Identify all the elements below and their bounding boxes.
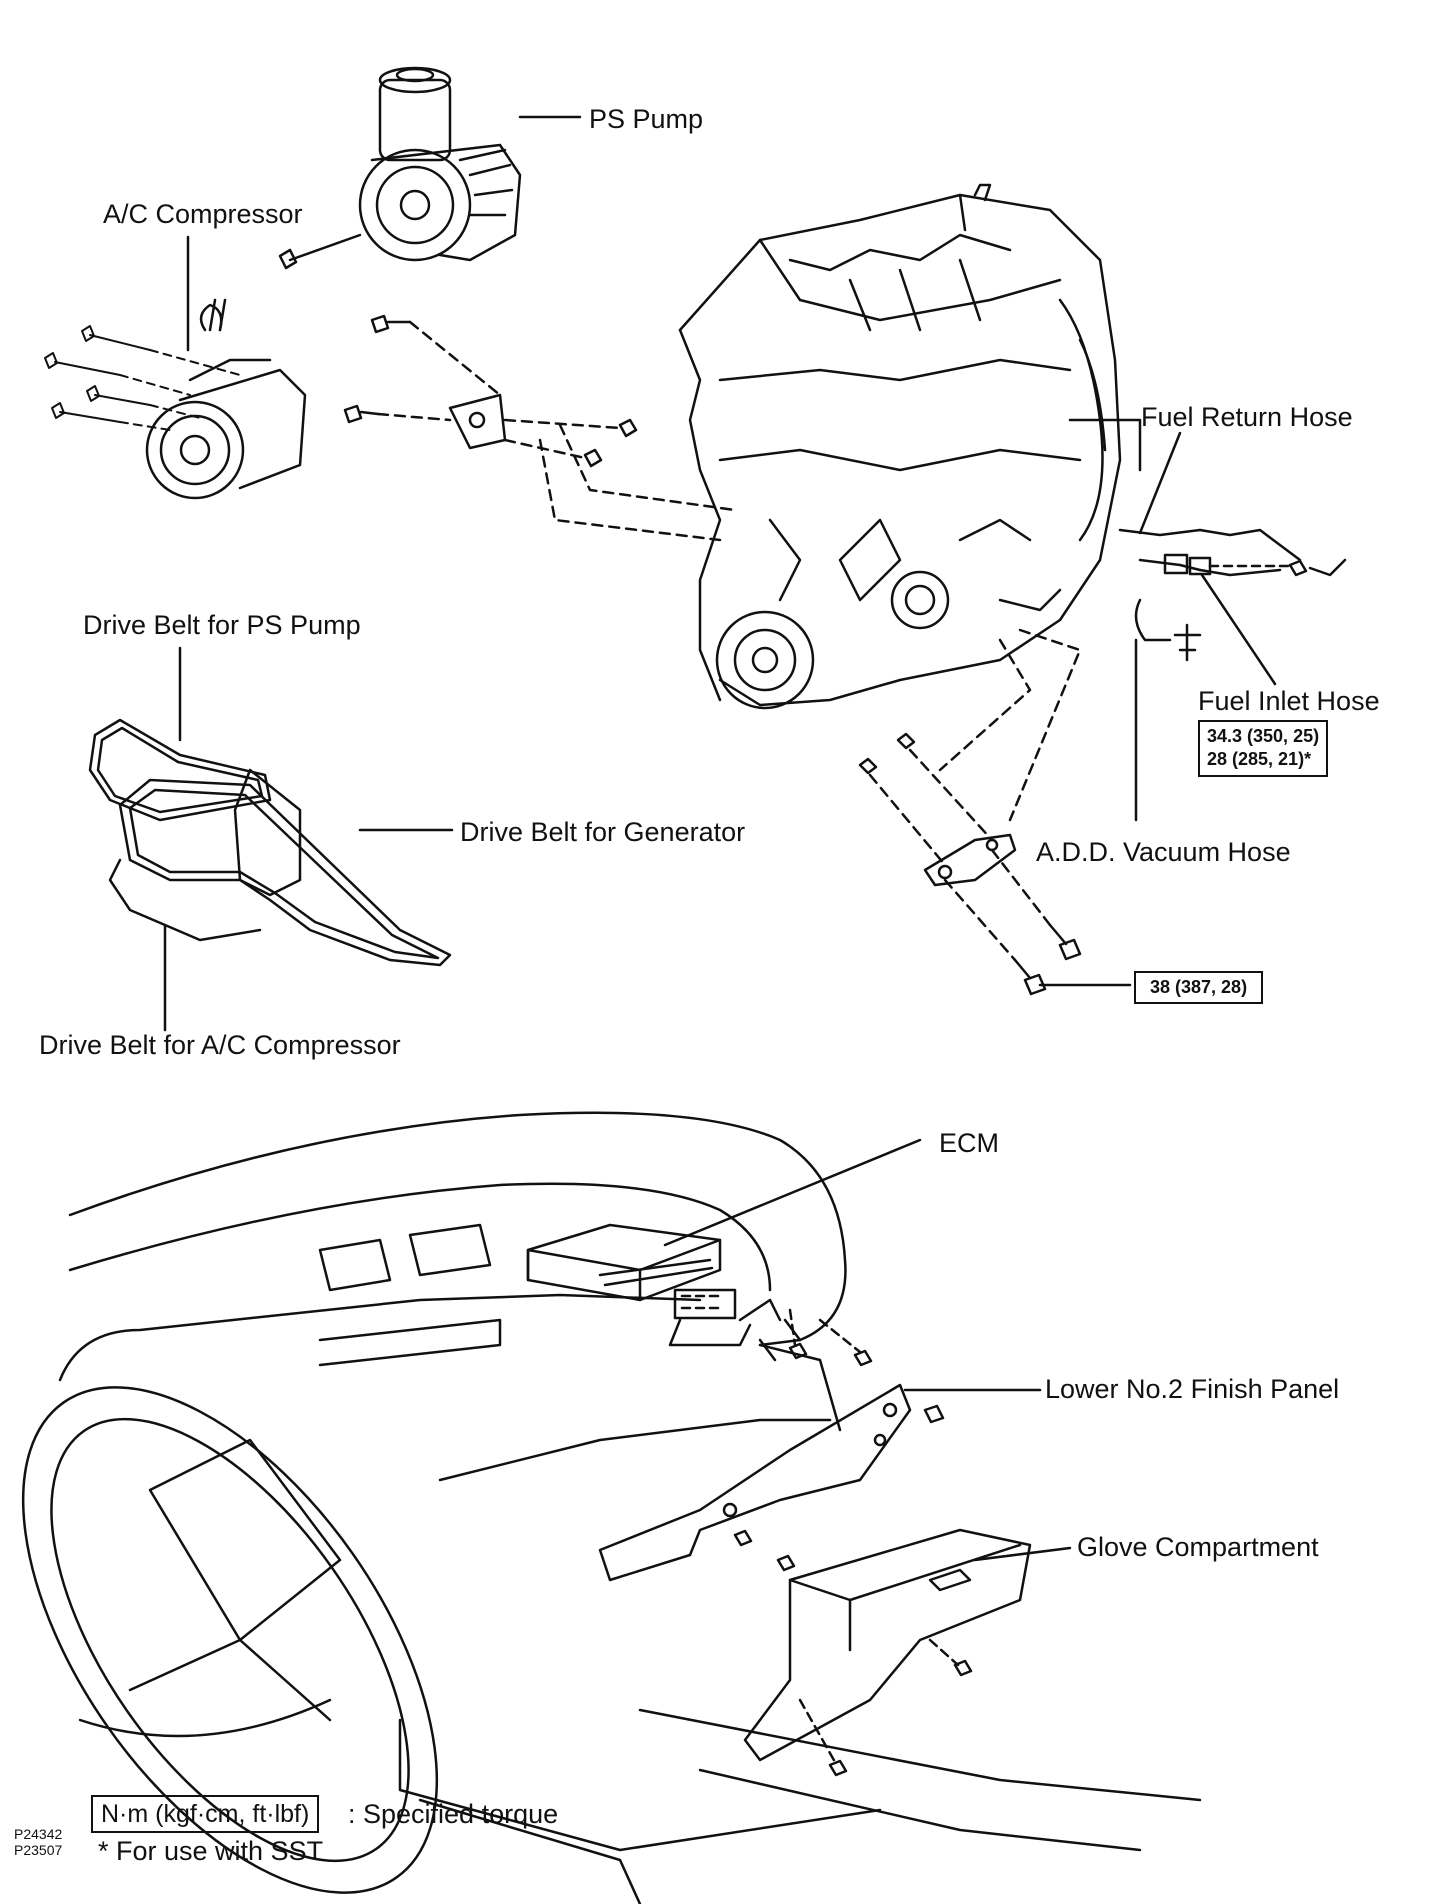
label-fuel-inlet-hose: Fuel Inlet Hose <box>1198 686 1380 716</box>
drive-belts-drawing <box>88 718 452 967</box>
label-ac-compressor: A/C Compressor <box>103 199 303 229</box>
glove-compartment-leader <box>973 1546 1072 1562</box>
figure-code-1: P24342 <box>14 1826 63 1842</box>
figure-codes: P24342 P23507 <box>14 1826 62 1858</box>
label-drive-belt-ac: Drive Belt for A/C Compressor <box>39 1030 401 1060</box>
legend-sst-note: * For use with SST <box>98 1836 324 1866</box>
legend-unit-box: N·m (kgf·cm, ft·lbf) <box>91 1795 320 1833</box>
fuel-return-hose-leader <box>1138 431 1182 535</box>
label-fuel-return-hose: Fuel Return Hose <box>1141 402 1353 432</box>
ac-bolts <box>44 325 241 431</box>
fuel-hoses-drawing <box>1118 528 1347 662</box>
torque-fuel-inlet-line2: 28 (285, 21)* <box>1207 749 1312 770</box>
label-ecm: ECM <box>939 1128 999 1158</box>
label-glove-compartment: Glove Compartment <box>1077 1532 1319 1562</box>
label-lower-finish-panel: Lower No.2 Finish Panel <box>1045 1374 1340 1404</box>
torque-fuel-inlet-line1: 34.3 (350, 25) <box>1207 726 1320 746</box>
lower-finish-panel-drawing <box>598 1308 945 1582</box>
label-add-vacuum-hose: A.D.D. Vacuum Hose <box>1036 837 1291 867</box>
label-drive-belt-generator: Drive Belt for Generator <box>460 817 746 847</box>
dashboard-drawing <box>21 1111 1202 1904</box>
lower-bracket-drawing <box>858 628 1082 996</box>
ecm-drawing <box>526 1223 782 1347</box>
label-drive-belt-ps: Drive Belt for PS Pump <box>83 610 361 640</box>
glove-compartment-drawing <box>743 1528 1032 1777</box>
torque-box-bracket-bolt: 38 (387, 28) <box>1134 971 1264 1005</box>
bracket-drawing <box>343 314 737 542</box>
ac-compressor-drawing <box>145 298 307 500</box>
ecm-leader <box>663 1138 922 1247</box>
fuel-inlet-hose-leader <box>1200 573 1277 686</box>
legend-unit-text: : Specified torque <box>348 1799 559 1829</box>
label-ps-pump: PS Pump <box>589 104 704 134</box>
ps-pump-drawing <box>278 66 522 270</box>
torque-box-fuel-inlet: 34.3 (350, 25) 28 (285, 21)* <box>1198 720 1329 777</box>
engine-drawing <box>678 183 1142 710</box>
figure-code-2: P23507 <box>14 1842 63 1859</box>
